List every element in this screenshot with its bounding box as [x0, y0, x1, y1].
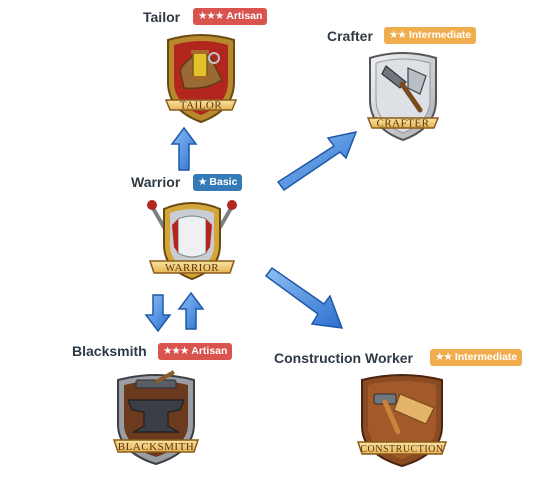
construction-emblem-icon: CONSTRUCTION [356, 374, 448, 468]
arrow-to-construction-icon [264, 266, 344, 329]
node-title: Construction Worker [274, 350, 413, 366]
rank-badge: ★Basic [193, 174, 243, 191]
badge-label: Intermediate [454, 351, 518, 363]
star-icon: ★★ [389, 29, 407, 41]
banner-label: TAILOR [180, 100, 223, 112]
tailor-emblem-icon: TAILOR [164, 34, 238, 124]
arrow-down-to-blacksmith-icon [144, 294, 172, 333]
blacksmith-emblem-icon: BLACKSMITH [112, 370, 200, 466]
arrow-up-from-blacksmith-icon [177, 291, 205, 330]
banner-label: CRAFTER [376, 118, 429, 130]
banner-label: CONSTRUCTION [360, 444, 443, 455]
banner-label: WARRIOR [165, 262, 219, 274]
rank-badge: ★★Intermediate [384, 27, 477, 44]
badge-label: Intermediate [408, 29, 472, 41]
badge-label: Basic [209, 176, 238, 188]
badge-label: Artisan [191, 345, 228, 357]
star-icon: ★★★ [198, 10, 224, 22]
node-title: Crafter [327, 28, 373, 44]
arrow-to-crafter-icon [276, 130, 358, 192]
crafter-emblem-icon: CRAFTER [366, 52, 440, 142]
rank-badge: ★★★Artisan [193, 8, 268, 25]
star-icon: ★★★ [163, 345, 189, 357]
rank-badge: ★★★Artisan [158, 343, 233, 360]
node-title: Tailor [143, 9, 181, 25]
rank-badge: ★★Intermediate [430, 349, 523, 366]
star-icon: ★★ [435, 351, 453, 363]
star-icon: ★ [198, 176, 207, 188]
banner-label: BLACKSMITH [118, 441, 195, 453]
node-title: Blacksmith [72, 343, 147, 359]
warrior-emblem-icon: WARRIOR [147, 200, 237, 281]
arrow-up-to-tailor-icon [170, 126, 198, 171]
node-title: Warrior [131, 174, 181, 190]
badge-label: Artisan [226, 10, 263, 22]
